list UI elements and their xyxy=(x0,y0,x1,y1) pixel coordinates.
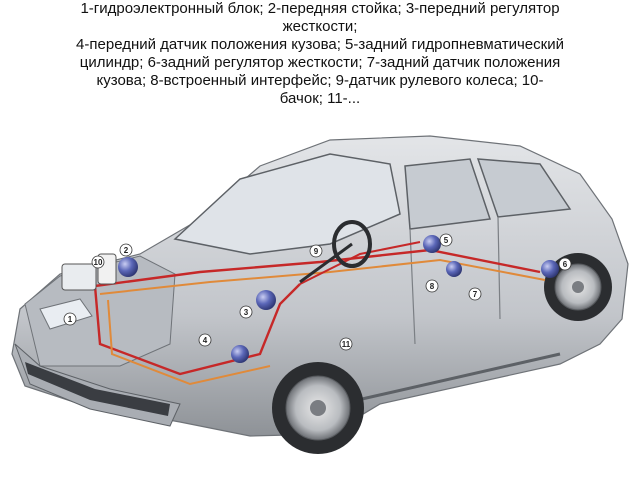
front-right-sphere xyxy=(256,290,276,310)
steering-wheel xyxy=(332,220,372,268)
side-sill xyxy=(339,352,561,406)
marker-label-6: 6 xyxy=(563,260,568,269)
hydraulic-line xyxy=(99,258,546,295)
caption-line: жесткости; xyxy=(282,18,358,35)
marker-circle-3 xyxy=(239,305,253,319)
marker-circle-10 xyxy=(91,255,105,269)
marker-label-11: 11 xyxy=(342,340,351,349)
rear-regulator-sphere xyxy=(446,261,462,277)
rear-cylinder-sphere xyxy=(423,235,441,253)
hydraulic-line xyxy=(107,299,271,386)
car-suspension-diagram: 1 2 3 4 5 6 7 8 9 10 11 xyxy=(11,135,629,454)
caption-line: цилиндр; 6-задний регулятор жесткости; 7… xyxy=(79,54,561,71)
hydraulic-line xyxy=(299,241,421,285)
windshield xyxy=(173,153,401,255)
front-hub xyxy=(310,400,326,416)
marker-label-2: 2 xyxy=(124,246,129,255)
marker-circle-7 xyxy=(468,287,482,301)
caption-line: кузова; 8-встроенный интерфейс; 9-датчик… xyxy=(96,72,544,89)
side-window-rear xyxy=(476,158,572,218)
rear-hub xyxy=(572,281,584,293)
marker-label-1: 1 xyxy=(68,315,73,324)
marker-label-7: 7 xyxy=(473,290,478,299)
marker-label-3: 3 xyxy=(244,308,249,317)
marker-circle-1 xyxy=(63,312,77,326)
marker-label-5: 5 xyxy=(444,236,449,245)
caption-cutoff xyxy=(0,105,640,119)
marker-group: 1 2 3 4 5 6 7 8 9 10 11 xyxy=(63,233,572,351)
rear-right-sphere xyxy=(541,260,559,278)
steering-column xyxy=(299,242,353,284)
diagram-caption: 1-гидроэлектронный блок; 2-передняя стой… xyxy=(0,0,640,108)
marker-circle-11 xyxy=(339,337,353,351)
door-line xyxy=(409,216,501,345)
side-window-front xyxy=(404,158,492,230)
marker-label-9: 9 xyxy=(314,247,319,256)
caption-line: 4-передний датчик положения кузова; 5-за… xyxy=(76,36,564,53)
marker-circle-6 xyxy=(558,257,572,271)
hydroelectronic-unit xyxy=(61,263,97,291)
marker-circle-9 xyxy=(309,244,323,258)
marker-label-4: 4 xyxy=(203,336,208,345)
marker-label-10: 10 xyxy=(94,258,103,267)
front-left-sphere xyxy=(118,257,138,277)
caption-line: 1-гидроэлектронный блок; 2-передняя стой… xyxy=(80,0,560,17)
headlight xyxy=(39,298,93,330)
marker-label-8: 8 xyxy=(430,282,435,291)
marker-circle-2 xyxy=(119,243,133,257)
hydraulic-line xyxy=(94,248,541,288)
marker-circle-5 xyxy=(439,233,453,247)
marker-circle-8 xyxy=(425,279,439,293)
grille xyxy=(25,362,170,416)
hydraulic-line xyxy=(93,283,301,376)
marker-circle-4 xyxy=(198,333,212,347)
front-regulator-sphere xyxy=(231,345,249,363)
caption-line: бачок; 11-... xyxy=(279,90,361,107)
